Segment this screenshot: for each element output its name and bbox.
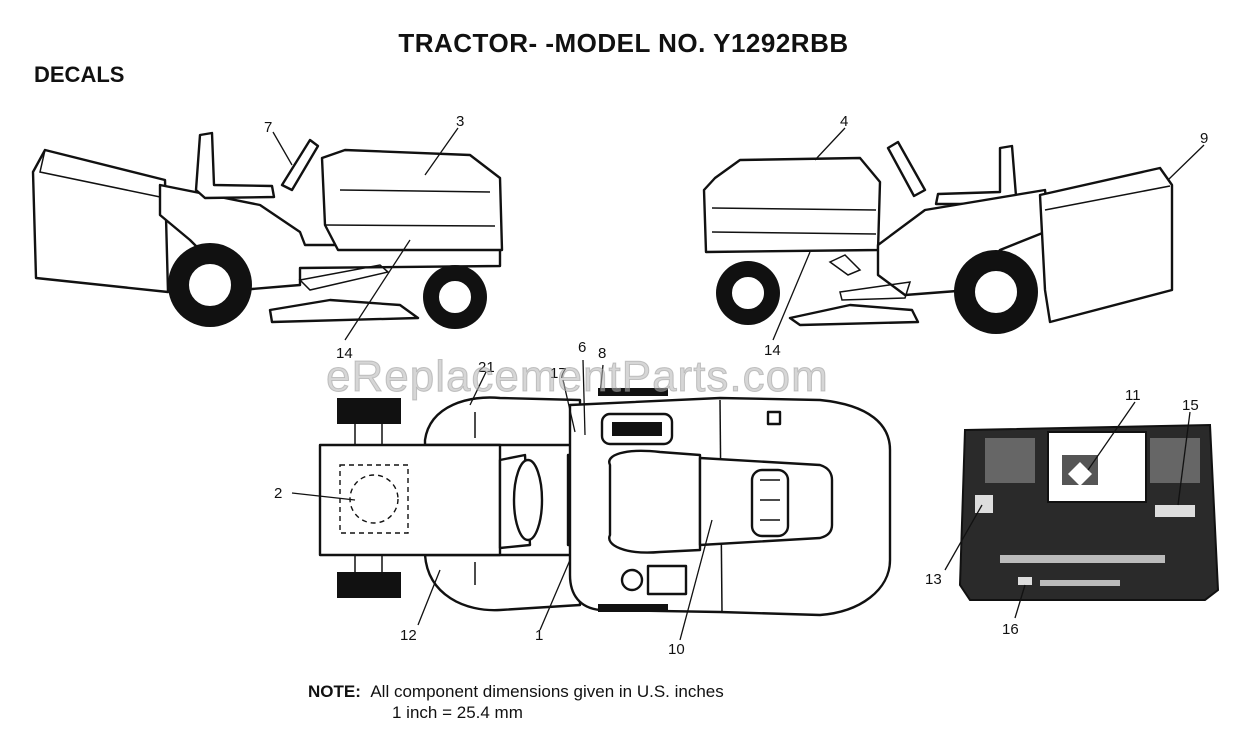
tractor-left-side-view <box>31 131 504 329</box>
tractor-top-view <box>318 388 892 617</box>
section-heading: DECALS <box>34 62 125 87</box>
note-line-2: 1 inch = 25.4 mm <box>392 703 523 722</box>
note-label: NOTE: <box>308 682 361 701</box>
callout-12: 12 <box>400 627 417 644</box>
callout-17: 17 <box>550 365 567 382</box>
callout-16: 16 <box>1002 621 1019 638</box>
callout-10: 10 <box>668 641 685 658</box>
callout-7: 7 <box>264 119 272 136</box>
note-text-1: All component dimensions given in U.S. i… <box>370 682 724 701</box>
dash-panel-view <box>958 423 1220 601</box>
callout-14-left: 14 <box>336 345 353 362</box>
callout-14-right: 14 <box>764 342 781 359</box>
callout-4: 4 <box>840 113 848 130</box>
callout-15: 15 <box>1182 397 1199 414</box>
note-line-1: NOTE: All component dimensions given in … <box>308 681 724 702</box>
dimension-note: NOTE: All component dimensions given in … <box>308 681 724 723</box>
callout-8: 8 <box>598 345 606 362</box>
callout-6: 6 <box>578 339 586 356</box>
callout-1: 1 <box>535 627 543 644</box>
page-title: TRACTOR- -MODEL NO. Y1292RBB <box>398 28 849 58</box>
tractor-right-side-view <box>702 140 1174 334</box>
leader-lines <box>272 127 1205 641</box>
watermark: eReplacementParts.com <box>326 352 829 402</box>
callout-3: 3 <box>456 113 464 130</box>
callout-2: 2 <box>274 485 282 502</box>
callout-13: 13 <box>925 571 942 588</box>
callout-9: 9 <box>1200 130 1208 147</box>
callout-11: 11 <box>1125 387 1141 404</box>
callout-21: 21 <box>478 359 495 376</box>
